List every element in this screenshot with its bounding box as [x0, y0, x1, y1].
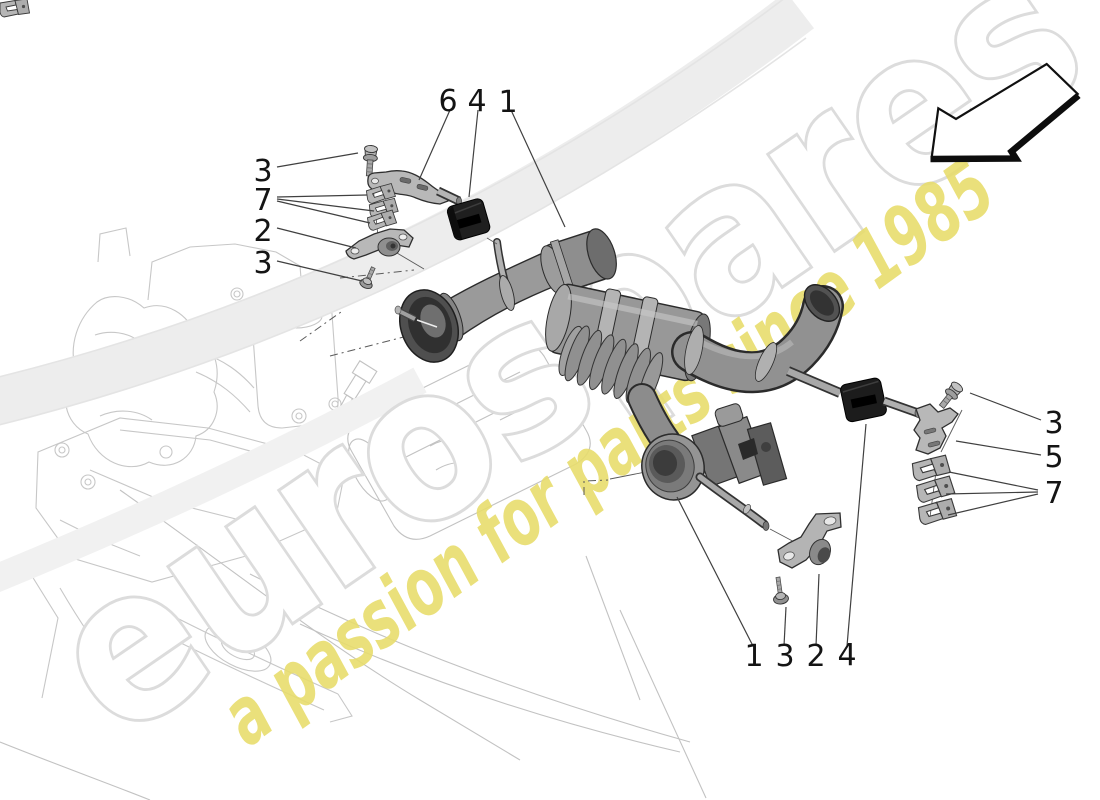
callout-left-3a: 3	[253, 154, 272, 189]
main-exhaust-assembly	[394, 228, 844, 546]
rubber-mount-4-left	[446, 198, 491, 241]
bolt-top-left	[362, 145, 378, 177]
callout-bottom-1: 1	[744, 639, 763, 674]
callout-right-5: 5	[1044, 440, 1063, 475]
hardware-parts	[0, 0, 964, 605]
inlet-flange	[399, 289, 459, 363]
watermark-swoosh	[0, 0, 815, 425]
callout-left-7: 7	[253, 183, 272, 218]
callout-top-6: 6	[438, 84, 457, 119]
upper-resonator-cylinder	[540, 228, 617, 295]
leader-lines	[276, 109, 1042, 647]
callout-bottom-4: 4	[837, 638, 856, 673]
screw-3-lower	[773, 576, 789, 605]
support-bracket-6	[367, 170, 462, 206]
callout-bottom-2: 2	[806, 639, 825, 674]
callout-right-3: 3	[1044, 406, 1063, 441]
rubber-mount-4-right	[840, 377, 887, 423]
callout-numbers: 6 4 1 3 7 2 3 3 5 7 1 3 2 4	[253, 84, 1063, 674]
callout-top-1: 1	[498, 85, 517, 120]
direction-arrow	[930, 62, 1081, 163]
callout-top-4: 4	[467, 84, 486, 119]
mount-bracket-2-lower	[777, 512, 842, 569]
callout-left-3b: 3	[253, 246, 272, 281]
callout-bottom-3: 3	[775, 639, 794, 674]
bellows-section	[558, 325, 664, 408]
bracket-5	[913, 403, 959, 455]
valve-outlet-ring	[641, 433, 705, 501]
screw-3-upper	[359, 266, 376, 289]
bolt-right	[938, 381, 964, 409]
exhaust-valve-actuator	[691, 403, 788, 488]
mount-bracket-2-upper	[345, 228, 414, 260]
callout-right-7: 7	[1044, 476, 1063, 511]
callout-left-2: 2	[253, 214, 272, 249]
